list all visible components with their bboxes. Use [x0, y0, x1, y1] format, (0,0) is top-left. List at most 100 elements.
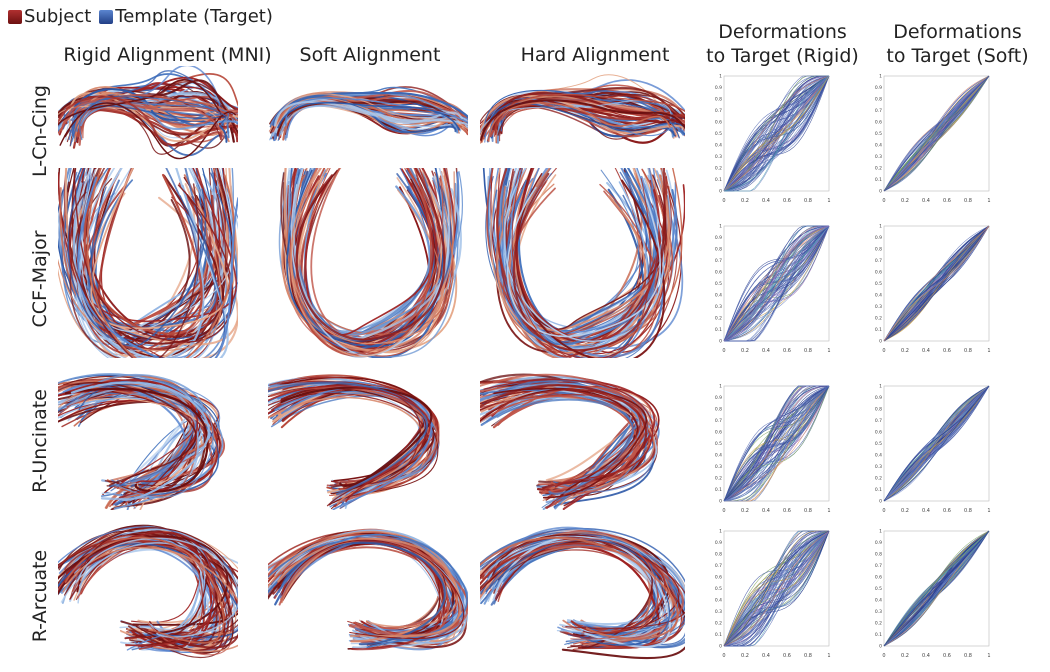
deformation-curve — [723, 75, 830, 192]
x-tick-label: 0 — [722, 198, 725, 204]
deformation-curve — [724, 75, 830, 192]
x-tick-label: 0.8 — [804, 653, 812, 659]
subject-streamline — [490, 168, 671, 347]
y-tick-label: 0.9 — [875, 85, 882, 91]
y-tick-label: 0.2 — [875, 166, 882, 172]
x-tick-label: 0.4 — [762, 198, 770, 204]
subject-streamline — [488, 102, 671, 142]
subject-streamline — [73, 169, 234, 343]
template-streamline — [61, 168, 238, 347]
subject-streamline — [58, 379, 198, 484]
deformation-curve — [723, 530, 830, 647]
y-tick-label: 0.6 — [715, 120, 722, 126]
plot-frame — [723, 75, 830, 192]
deformation-curve — [723, 385, 830, 502]
y-tick-label: 0.4 — [875, 453, 882, 459]
plot-frame — [723, 530, 830, 647]
x-tick-label: 0.2 — [901, 198, 909, 204]
subject-streamline — [480, 536, 679, 640]
subject-streamline — [485, 389, 641, 503]
y-tick-label: 0.2 — [875, 476, 882, 482]
template-streamline — [277, 101, 460, 131]
template-streamline — [268, 381, 429, 496]
subject-streamline — [505, 168, 666, 343]
template-streamline — [70, 95, 229, 146]
template-streamline — [273, 101, 468, 127]
y-tick-label: 0.8 — [875, 552, 882, 558]
tract-panel-ccf-major-soft — [278, 168, 464, 358]
deformation-curve — [723, 530, 830, 647]
deformation-curve — [883, 225, 990, 342]
legend-template: Template (Target) — [99, 6, 273, 27]
deformation-curve — [723, 75, 830, 192]
x-tick-label: 1 — [987, 198, 990, 204]
x-tick-label: 1 — [987, 508, 990, 514]
deformation-curve — [723, 225, 830, 342]
x-tick-label: 0.4 — [762, 508, 770, 514]
template-streamline — [77, 168, 229, 358]
x-tick-label: 0.2 — [741, 198, 749, 204]
x-tick-label: 1 — [827, 198, 830, 204]
y-tick-label: 0.7 — [875, 418, 882, 424]
y-tick-label: 0.6 — [715, 270, 722, 276]
column-header-def-soft: Deformations to Target (Soft) — [870, 20, 1045, 68]
template-streamline — [286, 168, 444, 348]
deformation-curve — [723, 75, 830, 192]
plot-frame — [723, 385, 830, 502]
subject-streamline — [480, 99, 685, 141]
y-tick-label: 0.5 — [875, 131, 882, 137]
deformation-curve — [723, 530, 830, 647]
template-streamline — [77, 537, 238, 638]
y-tick-label: 0.7 — [715, 258, 722, 264]
deformation-curve — [723, 225, 830, 342]
y-tick-label: 0.1 — [875, 177, 882, 183]
template-streamline — [503, 168, 664, 342]
y-tick-label: 1 — [719, 529, 722, 535]
x-tick-label: 0.4 — [762, 348, 770, 354]
y-tick-label: 0.7 — [715, 108, 722, 114]
deformation-curve — [723, 225, 830, 342]
column-header-soft: Soft Alignment — [299, 44, 441, 66]
y-tick-label: 0.5 — [715, 586, 722, 592]
deformation-curve — [883, 75, 990, 192]
template-streamline — [480, 100, 672, 135]
subject-streamline — [58, 95, 222, 147]
deformation-curve — [723, 225, 830, 342]
x-tick-label: 0.6 — [943, 653, 951, 659]
deformation-curve — [723, 75, 830, 192]
column-header-def-rigid-line2: to Target (Rigid) — [706, 45, 859, 67]
template-streamline — [90, 186, 226, 358]
tract-panel-r-uncinate-soft — [268, 374, 440, 510]
template-streamline — [506, 168, 661, 338]
y-tick-label: 1 — [879, 529, 882, 535]
y-tick-label: 0.8 — [715, 97, 722, 103]
deformation-curve — [723, 530, 830, 647]
subject-streamline — [480, 536, 685, 629]
y-tick-label: 0 — [879, 339, 882, 345]
deformation-curve — [883, 385, 990, 502]
tract-panel-r-uncinate-hard — [480, 373, 660, 510]
x-tick-label: 0.6 — [783, 198, 791, 204]
y-tick-label: 0 — [879, 499, 882, 505]
template-streamline — [272, 91, 468, 126]
deformation-curve — [723, 75, 830, 192]
deformation-curve — [723, 530, 830, 647]
y-tick-label: 1 — [879, 384, 882, 390]
y-tick-label: 0.6 — [875, 270, 882, 276]
deformation-curve — [723, 75, 830, 192]
subject-streamline — [480, 393, 649, 491]
deformation-curve — [723, 530, 829, 647]
column-header-def-soft-line2: to Target (Soft) — [886, 45, 1029, 67]
deformation-curve — [723, 530, 830, 647]
y-tick-label: 0.2 — [715, 316, 722, 322]
deformation-curve — [723, 225, 830, 342]
subject-streamline — [492, 373, 643, 495]
deformation-curve — [723, 530, 830, 647]
legend: Subject Template (Target) — [8, 6, 273, 27]
y-tick-label: 0.6 — [715, 430, 722, 436]
deformation-curve — [883, 385, 990, 502]
subject-streamline — [62, 546, 238, 653]
